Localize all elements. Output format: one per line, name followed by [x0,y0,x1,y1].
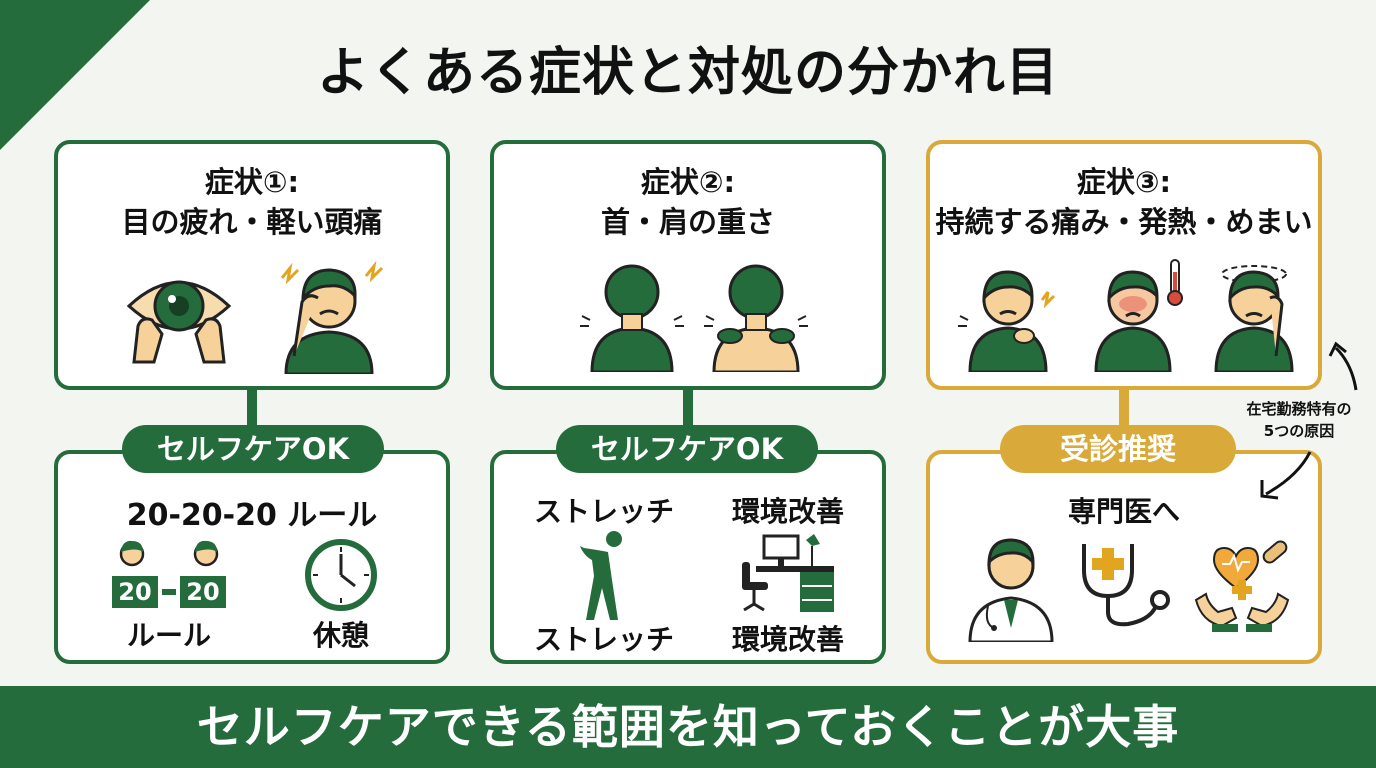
connector-line-2 [683,390,693,450]
connector-line-3 [1119,390,1129,450]
care-title-3: 専門医へ [1067,495,1180,528]
rule-people-icon [112,540,226,608]
stethoscope-icon [1082,544,1170,627]
symptom-text-3: 持続する痛み・発熱・めまい [935,205,1313,239]
dizzy-person-icon [1214,265,1294,372]
care-item-rest: 休憩 [312,619,369,652]
care-item-stretch: ストレッチ [533,623,674,656]
symptom-card-2: 症状②: 首・肩の重さ [490,140,886,390]
neck-pain-person-icon [580,264,684,372]
connector-line-1 [247,390,257,450]
arrow-up-icon [1328,341,1358,391]
care-item-rule: ルール [126,619,211,652]
symptom-label-2: 症状②: [640,165,736,199]
care-card-1: 20-20-20 ルール 20 20 ルール 休憩 [54,450,450,664]
shoulder-pain-person-icon [958,270,1056,372]
thermometer-icon [1167,259,1183,306]
care-header-environment: 環境改善 [731,495,844,528]
doctor-icon [968,538,1054,642]
symptom-card-3: 症状③: 持続する痛み・発熱・めまい [926,140,1322,390]
care-header-stretch: ストレッチ [533,495,674,528]
desk-workspace-icon [742,534,834,612]
page-title: よくある症状と対処の分かれ目 [316,43,1059,103]
side-note-line-1: 在宅勤務特有の [1246,400,1352,418]
corner-triangle-decoration [0,0,150,150]
symptom-text-1: 目の疲れ・軽い頭痛 [121,205,383,239]
arrow-down-left-icon [1260,451,1312,500]
care-item-environment: 環境改善 [731,623,844,656]
care-card-2: ストレッチ 環境改善 ストレッチ 環境改善 [490,450,886,664]
clock-icon [305,539,377,611]
fever-person-icon [1094,270,1172,372]
symptom-text-2: 首・肩の重さ [600,205,775,239]
stretching-person-icon [580,531,622,620]
eye-hands-icon [126,280,232,364]
headache-person-icon [280,260,384,374]
symptom-card-1: 症状①: 目の疲れ・軽い頭痛 [54,140,450,390]
badge-selfcare-2: セルフケアOK [556,425,818,473]
rule-number-right: 20 [186,578,220,606]
rule-number-left: 20 [118,578,152,606]
health-care-hands-icon [1194,540,1290,632]
symptom-label-3: 症状③: [1076,165,1172,199]
symptom-label-1: 症状①: [204,165,300,199]
footer-banner: セルフケアできる範囲を知っておくことが大事 [0,686,1376,768]
side-note: 在宅勤務特有の 5つの原因 [1222,398,1376,442]
care-title-1: 20-20-20 ルール [126,498,378,533]
shoulder-massage-icon [704,264,808,372]
side-note-line-2: 5つの原因 [1263,422,1335,440]
badge-consult-doctor: 受診推奨 [1000,425,1236,473]
badge-selfcare-1: セルフケアOK [122,425,384,473]
